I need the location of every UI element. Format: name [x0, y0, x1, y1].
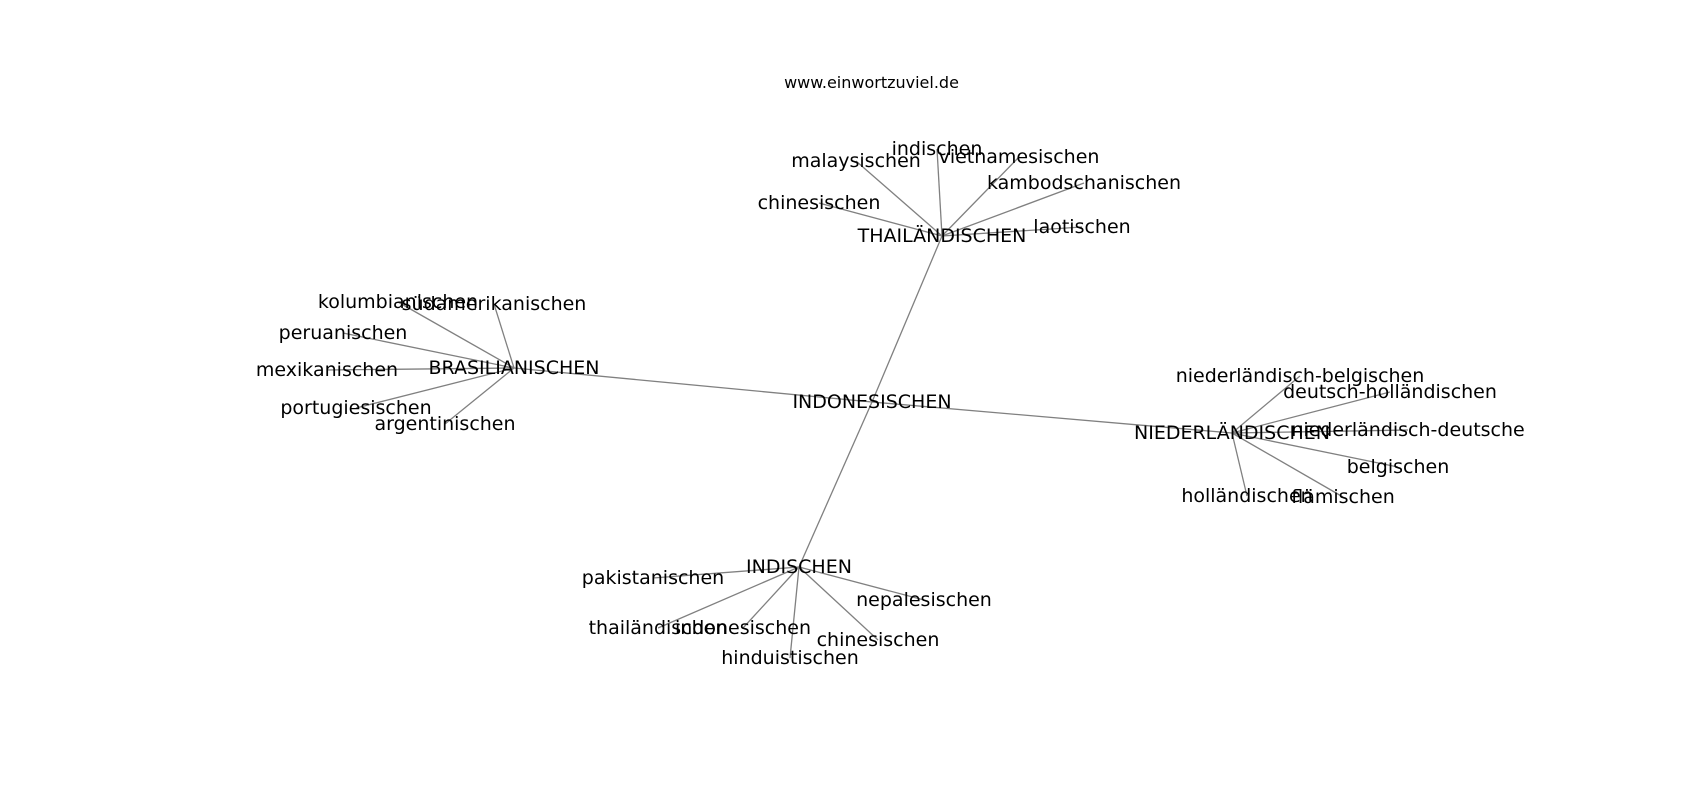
edge-indischen-i-chinesischen: [798, 566, 879, 641]
edge-thailandischen-t-malaysischen: [855, 160, 943, 237]
edge-niederlandischen-n-niederlaendisch-deutsche: [1231, 429, 1409, 434]
node-label-indonesischen: INDONESISCHEN: [792, 391, 951, 413]
node-label-b-argentinischen: argentinischen: [374, 413, 515, 435]
node-label-b-suedamerikanischen: südamerikanischen: [402, 293, 587, 315]
node-label-n-niederlaendisch-deutsche: niederländisch-deutsche: [1291, 419, 1524, 441]
node-label-b-kolumbianischen: kolumbianischen: [318, 291, 478, 313]
node-label-t-indischen: indischen: [892, 138, 983, 160]
node-label-n-belgischen: belgischen: [1347, 456, 1450, 478]
node-label-i-hinduistischen: hinduistischen: [721, 647, 859, 669]
edge-brasilianischen-b-peruanischen: [342, 332, 515, 369]
node-label-t-laotischen: laotischen: [1033, 216, 1130, 238]
edge-indischen-i-nepalesischen: [798, 566, 925, 601]
node-label-t-chinesischen: chinesischen: [758, 192, 881, 214]
edge-thailandischen-t-vietnamesischen: [941, 156, 1020, 237]
node-label-brasilianischen: BRASILIANISCHEN: [429, 357, 600, 379]
node-label-indischen: INDISCHEN: [746, 556, 852, 578]
node-label-b-portugiesischen: portugiesischen: [280, 397, 431, 419]
node-label-n-deutsch-hollaendischen: deutsch-holländischen: [1283, 381, 1497, 403]
node-label-i-indonesischen: indonesischen: [675, 617, 811, 639]
node-label-thailandischen: THAILÄNDISCHEN: [857, 224, 1027, 247]
edge-indonesischen-thailandischen: [871, 235, 943, 403]
edge-niederlandischen-n-niederlaendisch-belgischen: [1231, 375, 1301, 434]
node-label-t-kambodschanischen: kambodschanischen: [987, 172, 1181, 194]
node-label-t-vietnamesischen: vietnamesischen: [939, 146, 1100, 168]
node-label-niederlandischen: NIEDERLÄNDISCHEN: [1134, 421, 1330, 444]
edge-brasilianischen-b-argentinischen: [444, 367, 515, 425]
edge-indischen-i-pakistanischen: [652, 566, 800, 579]
edge-indischen-i-indonesischen: [742, 566, 800, 629]
node-label-i-chinesischen: chinesischen: [817, 629, 940, 651]
node-label-n-flaemischen: flämischen: [1291, 486, 1395, 508]
edge-thailandischen-t-chinesischen: [818, 202, 943, 237]
edge-niederlandischen-n-flaemischen: [1231, 432, 1344, 498]
node-label-n-niederlaendisch-belgischen: niederländisch-belgischen: [1176, 365, 1425, 387]
source-url-label: www.einwortzuviel.de: [784, 73, 959, 92]
node-label-b-peruanischen: peruanischen: [279, 322, 408, 344]
node-label-t-malaysischen: malaysischen: [791, 150, 921, 172]
edge-indonesischen-brasilianischen: [513, 367, 873, 403]
edge-brasilianischen-b-mexikanischen: [326, 367, 515, 371]
edge-brasilianischen-b-suedamerikanischen: [493, 303, 515, 369]
edge-indonesischen-indischen: [798, 401, 873, 568]
edge-niederlandischen-n-hollaendischen: [1231, 432, 1248, 497]
edge-brasilianischen-b-portugiesischen: [355, 367, 515, 409]
edge-thailandischen-t-kambodschanischen: [941, 182, 1085, 237]
edge-indischen-i-hinduistischen: [789, 566, 800, 659]
labels-layer: INDONESISCHEN THAILÄNDISCHEN BRASILIANISCH…: [256, 138, 1525, 669]
edge-indonesischen-niederlandischen: [871, 401, 1233, 434]
edge-thailandischen-t-indischen: [936, 148, 943, 237]
node-label-i-pakistanischen: pakistanischen: [582, 567, 724, 589]
edge-indischen-i-thailaendischen: [657, 566, 800, 629]
edge-thailandischen-t-laotischen: [941, 226, 1083, 237]
edge-niederlandischen-n-deutsch-hollaendischen: [1231, 391, 1391, 434]
edges-layer: [326, 148, 1409, 659]
edge-niederlandischen-n-belgischen: [1231, 432, 1399, 468]
node-label-i-thailaendischen: thailändischen: [589, 617, 728, 639]
node-label-i-nepalesischen: nepalesischen: [856, 589, 992, 611]
edge-brasilianischen-b-kolumbianischen: [397, 301, 515, 369]
node-label-n-hollaendischen: holländischen: [1181, 485, 1312, 507]
node-label-b-mexikanischen: mexikanischen: [256, 359, 398, 381]
